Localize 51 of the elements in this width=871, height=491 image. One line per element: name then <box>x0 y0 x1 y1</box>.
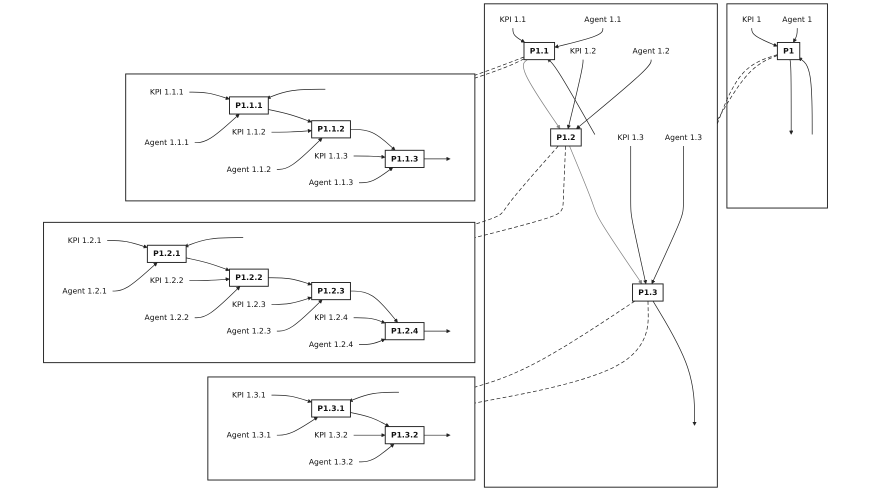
arrow <box>350 412 390 427</box>
arrow <box>569 146 642 284</box>
arrow <box>630 146 648 284</box>
arrow <box>652 300 697 426</box>
arrow <box>547 58 596 135</box>
arrow <box>271 394 312 403</box>
dashed-line <box>474 300 636 388</box>
frame <box>484 3 718 488</box>
arrow <box>189 277 230 282</box>
arrow <box>353 433 386 438</box>
arrow <box>353 317 386 324</box>
frame <box>726 3 828 209</box>
arrow <box>751 28 778 47</box>
arrow <box>424 156 450 161</box>
arrow <box>350 128 396 150</box>
arrow <box>424 433 450 438</box>
arrow <box>798 57 813 135</box>
arrow <box>523 59 560 130</box>
frame <box>125 73 476 202</box>
arrow <box>358 167 394 184</box>
frame <box>207 376 476 480</box>
arrow <box>268 277 312 286</box>
arrow <box>651 146 684 284</box>
arrow <box>106 240 148 248</box>
arrow <box>266 88 326 99</box>
arrow <box>186 258 230 272</box>
arrow <box>576 59 652 130</box>
arrow <box>271 128 312 134</box>
arrow <box>348 392 400 402</box>
arrow <box>358 444 394 462</box>
arrow <box>276 416 318 436</box>
dashed-line <box>474 146 559 225</box>
arrow <box>566 59 584 130</box>
arrow <box>271 296 312 305</box>
arrow <box>358 338 386 345</box>
arrow <box>112 262 158 292</box>
arrow <box>793 28 798 43</box>
arrow <box>194 286 240 318</box>
arrow <box>276 299 322 332</box>
frame <box>43 222 476 364</box>
arrow <box>350 290 398 323</box>
arrow <box>184 237 244 248</box>
arrow <box>424 329 450 334</box>
arrow <box>789 59 794 135</box>
arrow <box>276 138 322 170</box>
arrow <box>554 28 604 48</box>
arrow <box>268 109 312 123</box>
arrow <box>189 92 230 100</box>
arrow <box>512 28 526 43</box>
arrow <box>353 154 386 159</box>
arrow <box>194 114 240 144</box>
